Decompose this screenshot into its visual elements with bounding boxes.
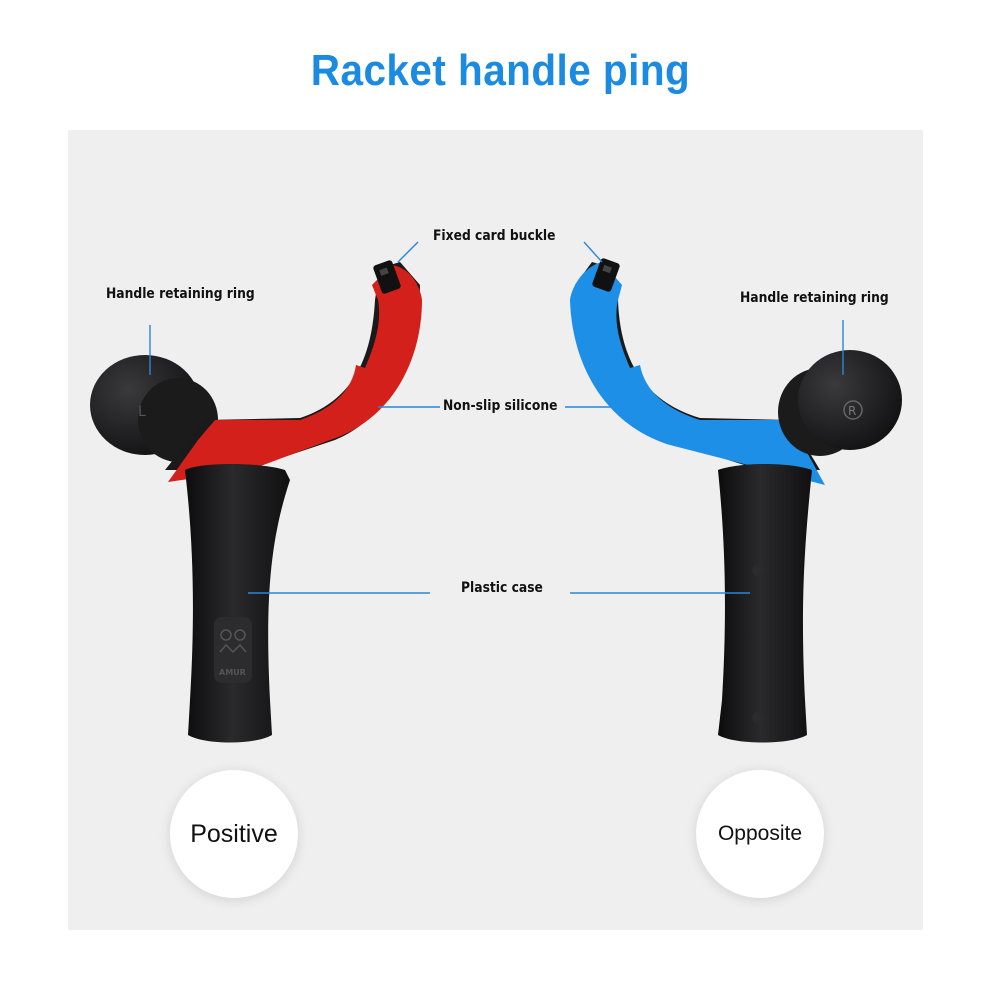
right-racket-handle: R bbox=[570, 258, 902, 743]
left-grip bbox=[185, 464, 290, 743]
label-handle-retaining-ring-left: Handle retaining ring bbox=[106, 286, 255, 302]
right-grip bbox=[718, 464, 812, 743]
positive-view-badge: Positive bbox=[170, 770, 298, 898]
label-handle-retaining-ring-right: Handle retaining ring bbox=[740, 290, 889, 306]
label-fixed-card-buckle: Fixed card buckle bbox=[433, 228, 556, 244]
right-ring-letter: R bbox=[848, 404, 856, 418]
blue-silicone-sleeve bbox=[570, 262, 825, 485]
opposite-view-label: Opposite bbox=[717, 822, 803, 845]
label-non-slip-silicone: Non-slip silicone bbox=[443, 398, 558, 414]
page-title: Racket handle ping bbox=[310, 46, 691, 95]
amur-logo: AMUR bbox=[214, 617, 252, 683]
right-retaining-ring: R bbox=[778, 350, 902, 456]
leader-lines bbox=[149, 241, 844, 594]
right-grip-dot-top bbox=[752, 564, 764, 576]
opposite-view-badge: Opposite bbox=[696, 770, 824, 898]
logo-text: AMUR bbox=[219, 668, 246, 677]
leader-buckle-left bbox=[397, 241, 419, 263]
leader-buckle-right bbox=[583, 241, 603, 263]
red-silicone-sleeve bbox=[168, 265, 422, 482]
left-card-buckle bbox=[373, 260, 401, 294]
label-plastic-case: Plastic case bbox=[461, 580, 543, 596]
positive-view-label: Positive bbox=[190, 819, 278, 848]
left-ring-letter: L bbox=[138, 404, 146, 420]
left-racket-handle: L AMUR bbox=[90, 260, 422, 743]
right-card-buckle bbox=[592, 258, 620, 292]
right-grip-dot-bottom bbox=[752, 712, 764, 724]
